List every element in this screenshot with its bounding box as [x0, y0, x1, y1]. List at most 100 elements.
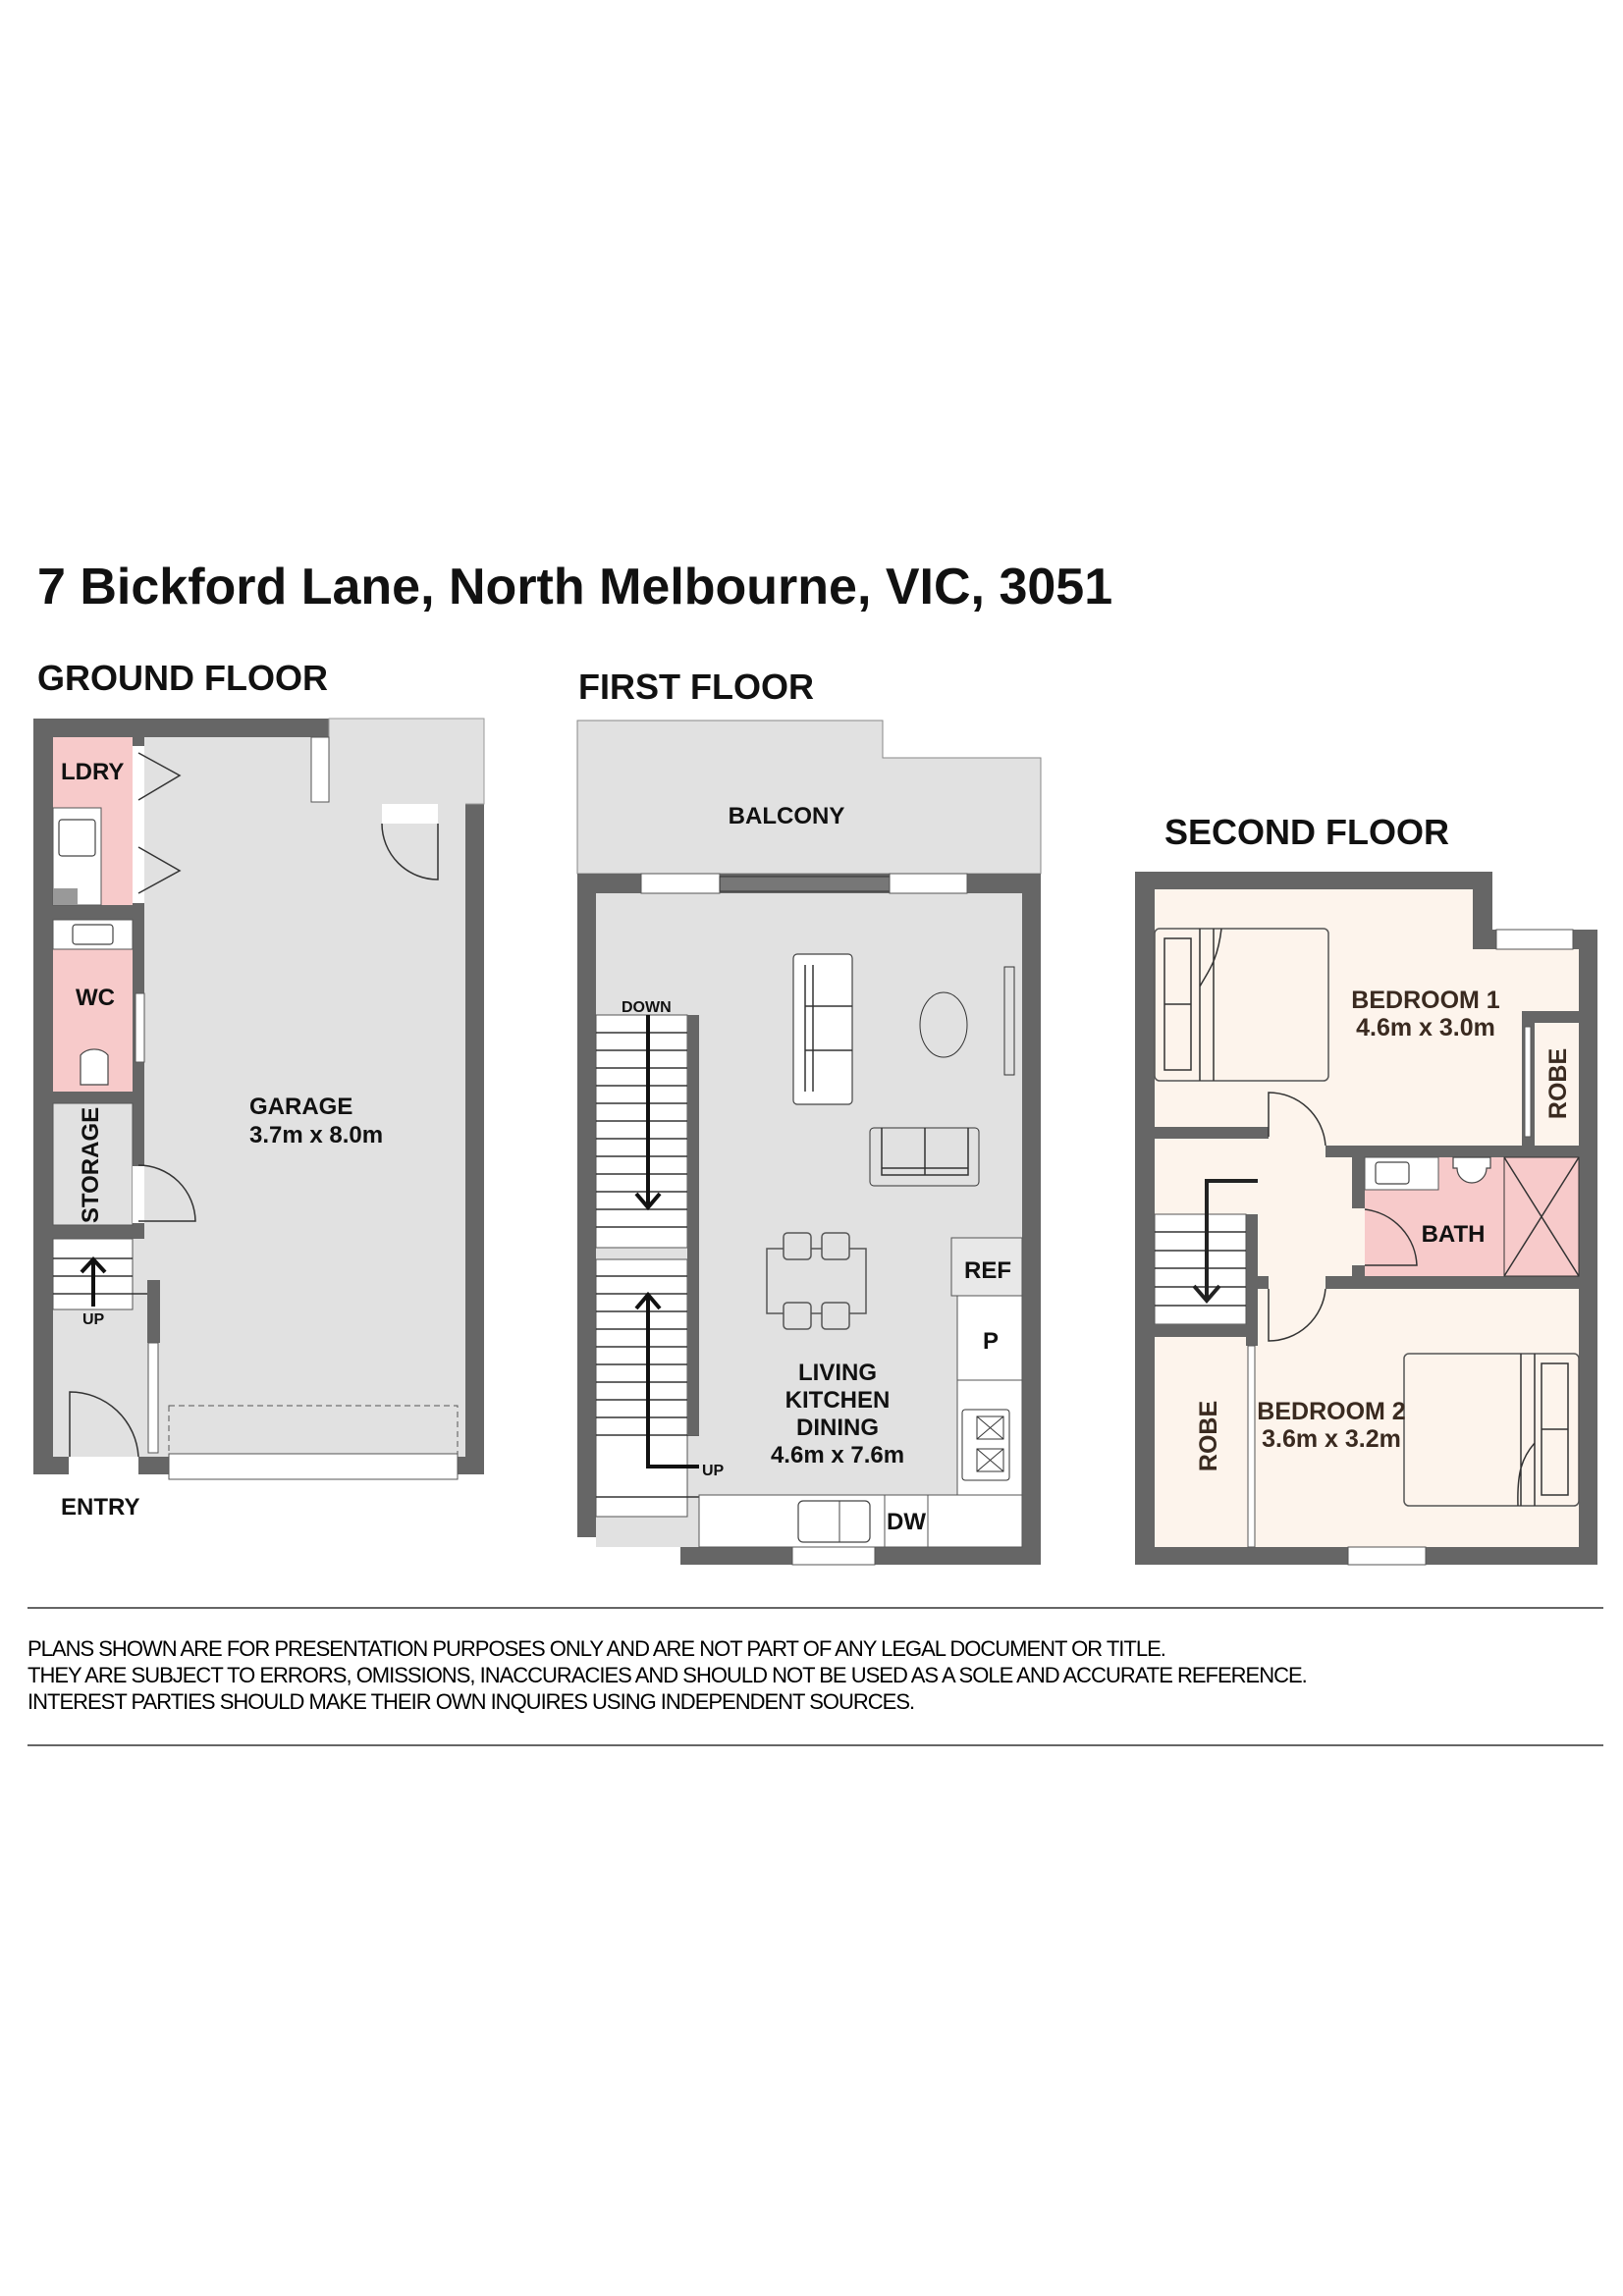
entry-door-opening: [69, 1457, 138, 1476]
shower-cross: [1503, 1156, 1580, 1277]
garage-label: GARAGE: [249, 1094, 352, 1120]
laundry-appliance: [53, 888, 78, 905]
ground-window: [310, 736, 330, 803]
fridge-label: REF: [964, 1257, 1011, 1284]
window: [889, 873, 968, 894]
robe-wall: [1155, 1324, 1246, 1337]
balcony-area: [576, 720, 1042, 875]
door-swing-icon: [381, 823, 439, 881]
robe-sliding-door: [1247, 1345, 1256, 1548]
cooktop-icon: [961, 1409, 1010, 1481]
shower-icon: [1503, 1156, 1580, 1277]
laundry-label: LDRY: [61, 759, 124, 785]
laundry-bifold-opening: [133, 746, 144, 903]
stairs-down: [1154, 1213, 1247, 1325]
window: [791, 1546, 876, 1566]
dishwasher-label: DW: [887, 1509, 926, 1535]
laundry-tub-icon: [58, 819, 96, 857]
window: [1495, 929, 1574, 950]
wc-sliding-door: [135, 992, 145, 1063]
fridge-space: [950, 1237, 1023, 1297]
bifold-door-icon: [137, 752, 182, 894]
second-floor-plan: SECOND FLOOR BEDROOM 1 4.6m x 3.0m ROBE …: [1135, 812, 1597, 1566]
garage-side-door-opening: [382, 804, 438, 824]
stair-treads: [596, 1032, 699, 1498]
dining-table-icon: [766, 1248, 867, 1314]
bath-bottom-wall: [1325, 1276, 1579, 1289]
robe-wall: [1522, 1011, 1579, 1023]
balcony-label: BALCONY: [729, 803, 845, 829]
toilet-icon: [80, 1048, 109, 1086]
disclaimer-line-2: THEY ARE SUBJECT TO ERRORS, OMISSIONS, I…: [27, 1663, 1307, 1687]
bed-icon: [1154, 928, 1329, 1082]
stairs-up: [595, 1258, 688, 1518]
dining-chairs-icon: [783, 1232, 850, 1330]
corridor-wall: [1246, 1276, 1269, 1289]
living-dimensions: 4.6m x 7.6m: [771, 1442, 904, 1468]
bedroom2-door-swing-icon: [1268, 1288, 1326, 1342]
arrow-up-icon: [80, 1256, 107, 1307]
bedroom2-dimensions: 3.6m x 3.2m: [1262, 1425, 1401, 1453]
sliding-door: [719, 876, 891, 892]
bed-pillows: [1163, 928, 1222, 1081]
garage-roller-door: [168, 1453, 459, 1480]
disclaimer-line-3: INTEREST PARTIES SHOULD MAKE THEIR OWN I…: [27, 1689, 914, 1714]
bath-label: BATH: [1422, 1221, 1486, 1248]
cooktop-burners: [976, 1415, 1004, 1472]
door-swing-icon: [137, 1164, 196, 1222]
sofa-icon: [792, 953, 853, 1105]
bed-pillows: [1517, 1354, 1569, 1507]
bedroom1-label: BEDROOM 1: [1351, 987, 1500, 1014]
property-address-title: 7 Bickford Lane, North Melbourne, VIC, 3…: [37, 559, 1112, 615]
storage-label: STORAGE: [78, 1107, 104, 1223]
stairs-up-label: UP: [702, 1463, 725, 1479]
robe2-label: ROBE: [1195, 1401, 1222, 1471]
entry-internal-door: [147, 1342, 159, 1454]
bedroom1-wall: [1155, 1127, 1269, 1139]
stairs-up-label: UP: [82, 1311, 105, 1328]
sofa-cushions: [881, 1128, 969, 1176]
stairs-down-label: DOWN: [622, 999, 672, 1016]
dining-label: DINING: [796, 1415, 879, 1441]
bath-top-wall: [1325, 1146, 1579, 1157]
entry-label: ENTRY: [61, 1494, 139, 1521]
stair-wall: [687, 1015, 699, 1435]
bed-icon: [1403, 1353, 1580, 1507]
tv-unit-icon: [1003, 966, 1015, 1076]
window: [1347, 1546, 1427, 1566]
storage-room: [52, 1102, 134, 1226]
bath-wall: [1352, 1146, 1365, 1208]
garage-dimensions: 3.7m x 8.0m: [249, 1122, 383, 1148]
ground-floor-heading: GROUND FLOOR: [37, 658, 328, 698]
window: [640, 873, 721, 894]
wc-label: WC: [76, 985, 115, 1011]
basin-icon: [1375, 1161, 1410, 1185]
kitchen-sink-icon: [797, 1500, 871, 1543]
arrow-down-icon: [634, 1015, 662, 1211]
entry-door-swing-icon: [69, 1391, 139, 1458]
robe-sliding-door: [1524, 1026, 1532, 1138]
first-floor-plan: FIRST FLOOR BALCONY DOWN UP REF: [576, 667, 1042, 1566]
sofa-cushions: [804, 965, 852, 1092]
ground-floor-plan: GROUND FLOOR LDRY WC STORAGE: [33, 658, 485, 1521]
living-label: LIVING: [798, 1360, 877, 1386]
bedroom2-label: BEDROOM 2: [1257, 1398, 1405, 1425]
bedroom1-dimensions: 4.6m x 3.0m: [1356, 1014, 1495, 1041]
coffee-table-icon: [919, 991, 968, 1058]
bath-door-swing-icon: [1364, 1208, 1418, 1266]
storage-door-opening: [133, 1166, 144, 1223]
stair-treads: [1155, 1231, 1246, 1307]
robe1-label: ROBE: [1544, 1048, 1572, 1119]
disclaimer-line-1: PLANS SHOWN ARE FOR PRESENTATION PURPOSE…: [27, 1636, 1165, 1661]
second-floor-heading: SECOND FLOOR: [1164, 812, 1449, 852]
garage-door-track: [168, 1405, 459, 1455]
garage-floor: [144, 737, 465, 1457]
entry-wall-pier: [147, 1280, 160, 1343]
pantry-label: P: [983, 1328, 999, 1355]
toilet-icon: [1452, 1156, 1491, 1184]
first-floor-heading: FIRST FLOOR: [578, 667, 814, 707]
basin-icon: [72, 924, 114, 945]
arrow-up-icon: [634, 1291, 699, 1468]
bedroom1-door-swing-icon: [1268, 1092, 1326, 1147]
